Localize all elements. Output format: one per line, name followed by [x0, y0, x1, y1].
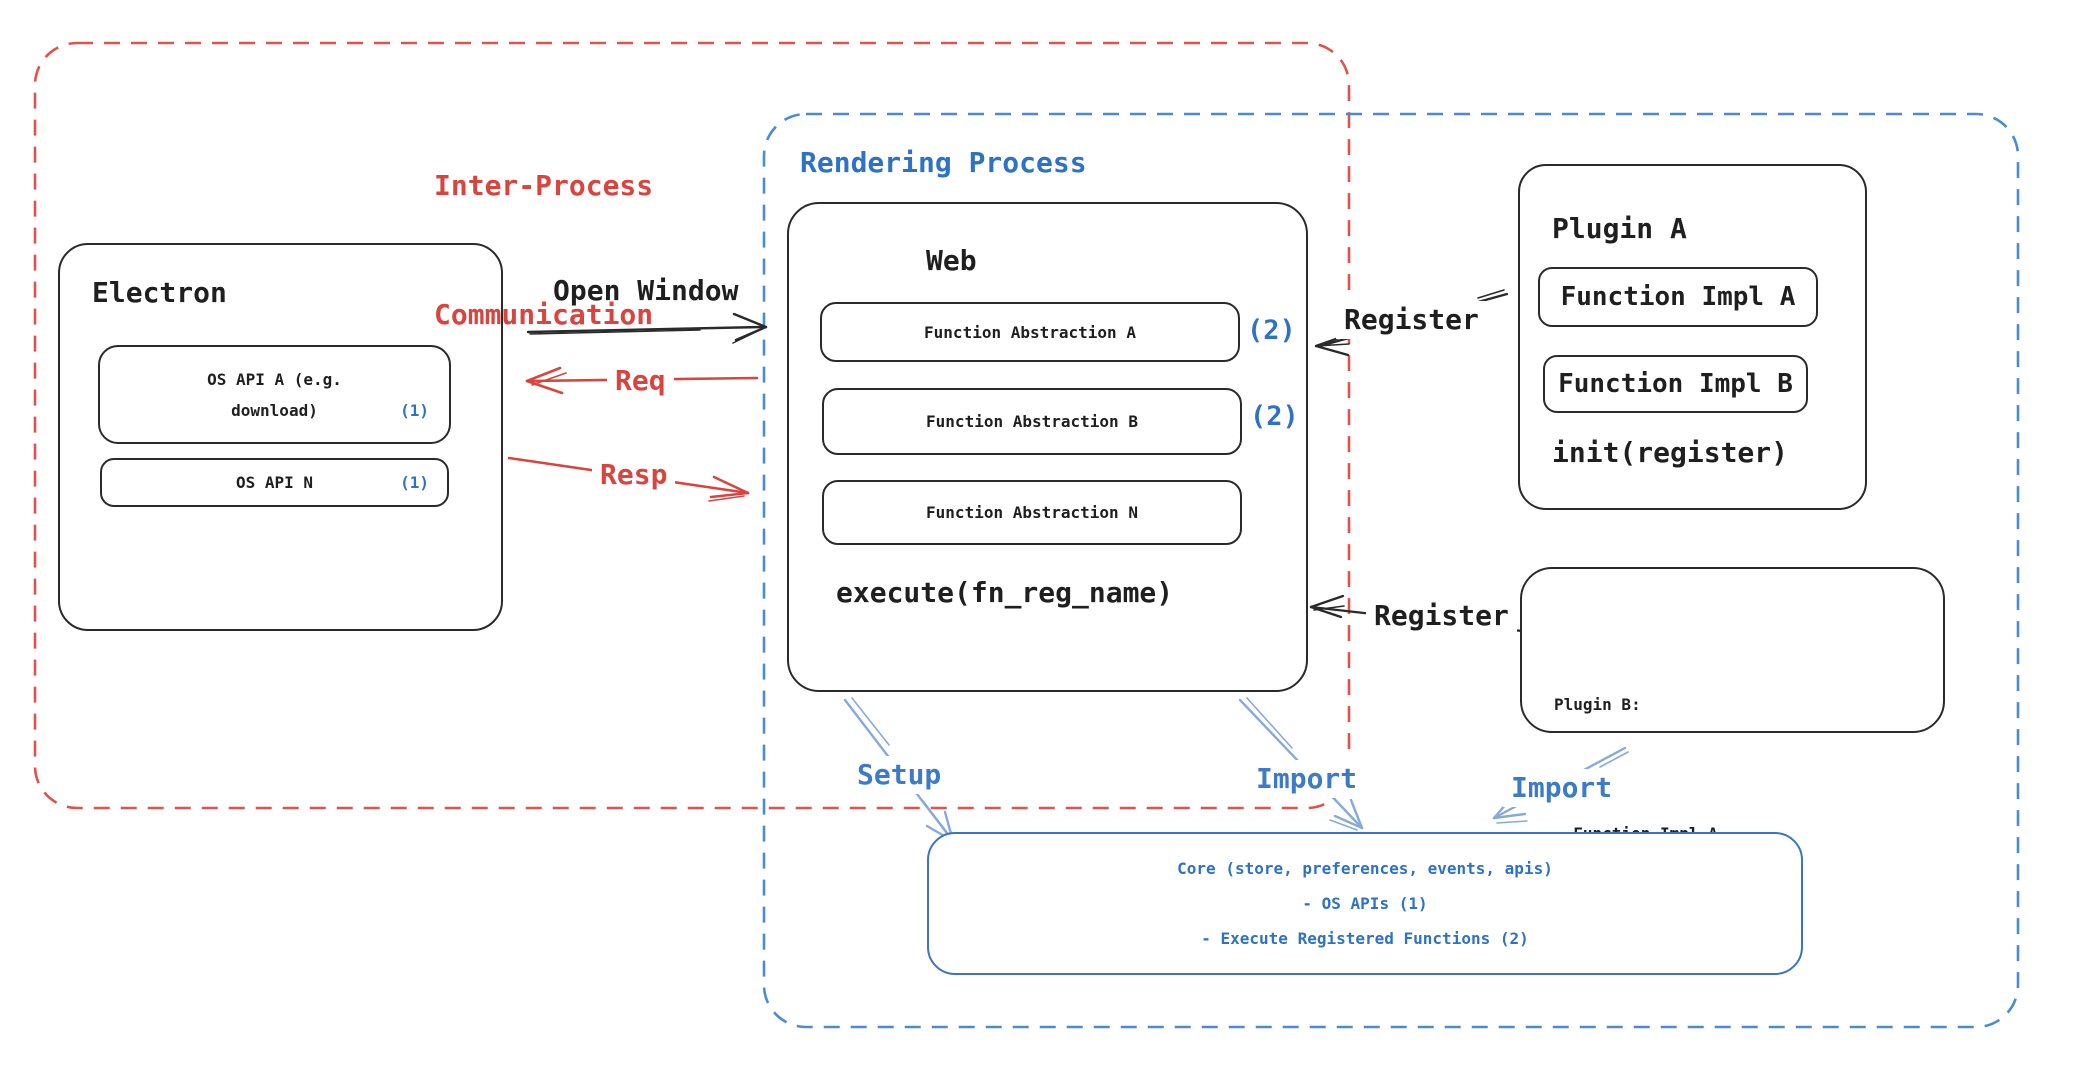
core-item-os-apis: - OS APIs (1) [1302, 894, 1428, 913]
os-api-n-label: OS API N [235, 473, 314, 492]
import-left-label: Import [1248, 760, 1366, 798]
core-title: Core (store, preferences, events, apis) [1177, 859, 1553, 878]
web-title: Web [926, 244, 977, 277]
function-abstraction-n-label: Function Abstraction N [926, 503, 1138, 522]
register-bottom-label: Register [1366, 597, 1517, 635]
function-abstraction-a-box: Function Abstraction A [820, 302, 1240, 362]
execute-label: execute(fn_reg_name) [836, 576, 1174, 609]
electron-title: Electron [92, 276, 227, 309]
setup-label: Setup [849, 756, 950, 794]
fa-a-ref-badge: (2) [1247, 315, 1296, 346]
os-api-n-ref-badge: (1) [400, 473, 429, 492]
os-api-a-ref-badge: (1) [400, 400, 429, 420]
import-mid-label: Import [1503, 769, 1621, 807]
ipc-label-line2: Communication [434, 298, 654, 331]
function-abstraction-b-box: Function Abstraction B [822, 388, 1242, 455]
plugin-a-box [1518, 164, 1867, 510]
function-impl-b-label: Function Impl B [1558, 369, 1793, 399]
rendering-process-label: Rendering Process [800, 146, 1087, 179]
function-abstraction-n-box: Function Abstraction N [822, 480, 1242, 545]
plugin-a-title: Plugin A [1552, 212, 1687, 245]
req-label: Req [607, 362, 674, 400]
core-item-execute: - Execute Registered Functions (2) [1201, 929, 1529, 948]
function-abstraction-a-label: Function Abstraction A [924, 322, 1136, 342]
ipc-label-line1: Inter-Process [434, 169, 654, 202]
core-box: Core (store, preferences, events, apis) … [927, 832, 1803, 975]
fa-b-ref-badge: (2) [1250, 401, 1299, 432]
resp-label: Resp [592, 456, 676, 494]
plugin-b-box: Plugin B: - Function Impl A - Module (ru… [1520, 567, 1945, 972]
open-window-label: Open Window [553, 274, 739, 307]
function-impl-a-label: Function Impl A [1560, 282, 1796, 312]
plugin-b-title: Plugin B: [1554, 695, 1641, 714]
init-register-label: init(register) [1552, 436, 1789, 469]
function-impl-b-box: Function Impl B [1543, 355, 1808, 413]
register-top-label: Register [1336, 301, 1487, 339]
os-api-a-line1: OS API A (e.g. [207, 369, 342, 389]
function-abstraction-b-label: Function Abstraction B [926, 412, 1138, 431]
function-impl-a-box: Function Impl A [1538, 267, 1818, 327]
os-api-n-box: OS API N (1) [100, 458, 449, 507]
os-api-a-line2: download) [231, 400, 318, 420]
os-api-a-box: OS API A (e.g. download) (1) [98, 345, 451, 444]
